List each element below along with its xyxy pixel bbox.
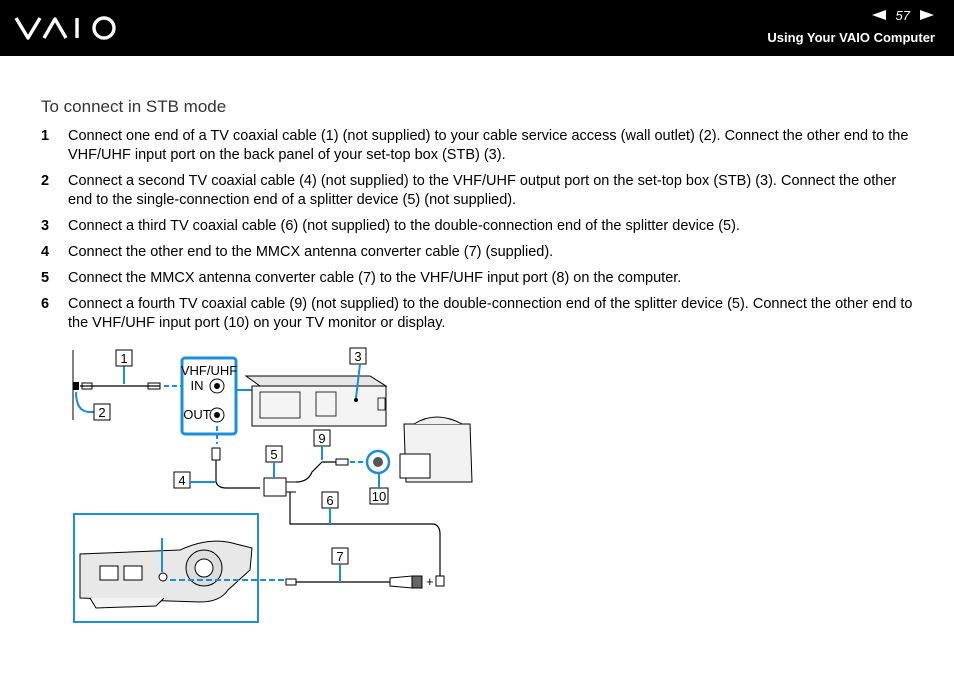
callout-1-label: 1: [120, 351, 127, 366]
step-item: 3 Connect a third TV coaxial cable (6) (n…: [41, 217, 921, 236]
callout-7-label: 7: [336, 549, 343, 564]
previous-page-icon[interactable]: [871, 8, 886, 23]
callout-5: 5: [265, 445, 283, 463]
coaxial-cable-4: [190, 426, 260, 489]
callout-2: 2: [93, 403, 111, 421]
set-top-box: [244, 363, 388, 427]
callout-5-label: 5: [270, 447, 277, 462]
step-text: Connect the other end to the MMCX antenn…: [68, 244, 554, 260]
callout-2-label: 2: [98, 405, 105, 420]
step-number: 6: [41, 296, 50, 312]
step-number: 2: [41, 173, 50, 189]
step-item: 4 Connect the other end to the MMCX anten…: [41, 243, 921, 262]
step-number: 3: [41, 218, 50, 234]
steps-list: 1 Connect one end of a TV coaxial cable (…: [41, 127, 921, 340]
step-number: 1: [41, 128, 50, 144]
callout-4: 4: [173, 471, 191, 489]
page-title: To connect in STB mode: [41, 97, 227, 116]
coaxial-cable-1: [80, 382, 161, 390]
section-title: Using Your VAIO Computer: [767, 30, 935, 45]
callout-9: 9: [313, 429, 331, 447]
callout-3-label: 3: [354, 349, 361, 364]
callout-6: 6: [321, 491, 339, 509]
step-text: Connect one end of a TV coaxial cable (1…: [68, 128, 909, 163]
coaxial-cable-6: [289, 492, 445, 587]
callout-3: 3: [349, 347, 367, 365]
step-number: 5: [41, 270, 50, 286]
port-panel-title: VHF/UHF: [181, 363, 237, 378]
step-number: 4: [41, 244, 50, 260]
step-item: 1 Connect one end of a TV coaxial cable (…: [41, 127, 921, 165]
svg-text:+: +: [426, 574, 434, 589]
callout-4-label: 4: [178, 473, 185, 488]
connection-diagram: 1 2 3 4 5 6 7 8 9 10 VHF/UHF IN OUT: [72, 347, 473, 623]
outlet-callout-line: [75, 391, 94, 413]
step-item: 6 Connect a fourth TV coaxial cable (9) (…: [41, 295, 921, 333]
callout-9-label: 9: [318, 431, 325, 446]
coaxial-cable-9: [295, 446, 370, 483]
callout-6-label: 6: [326, 493, 333, 508]
vaio-logo: [14, 16, 116, 40]
wall-outlet: [72, 350, 79, 420]
callout-1: 1: [115, 349, 133, 367]
step-text: Connect a fourth TV coaxial cable (9) (n…: [68, 296, 913, 331]
step-item: 5 Connect the MMCX antenna converter cabl…: [41, 269, 921, 288]
out-port-label: OUT: [183, 407, 211, 422]
in-port-label: IN: [191, 378, 204, 393]
tv-display: [365, 416, 473, 488]
page-number: 57: [895, 8, 910, 23]
next-page-icon[interactable]: [920, 8, 934, 23]
step-text: Connect the MMCX antenna converter cable…: [68, 270, 682, 286]
page-header: 57 Using Your VAIO Computer: [0, 0, 954, 56]
mmcx-converter-cable: +: [285, 564, 434, 589]
step-text: Connect a second TV coaxial cable (4) (n…: [68, 173, 897, 208]
callout-10-label: 10: [372, 489, 386, 504]
step-item: 2 Connect a second TV coaxial cable (4) (…: [41, 172, 921, 210]
computer-inset: [73, 513, 286, 623]
callout-10: 10: [369, 487, 389, 505]
stb-port-panel: VHF/UHF IN OUT: [180, 356, 238, 436]
page-navigation: 57: [871, 8, 934, 23]
callout-7: 7: [331, 547, 349, 565]
step-text: Connect a third TV coaxial cable (6) (no…: [68, 218, 740, 234]
splitter-device: [263, 462, 296, 497]
